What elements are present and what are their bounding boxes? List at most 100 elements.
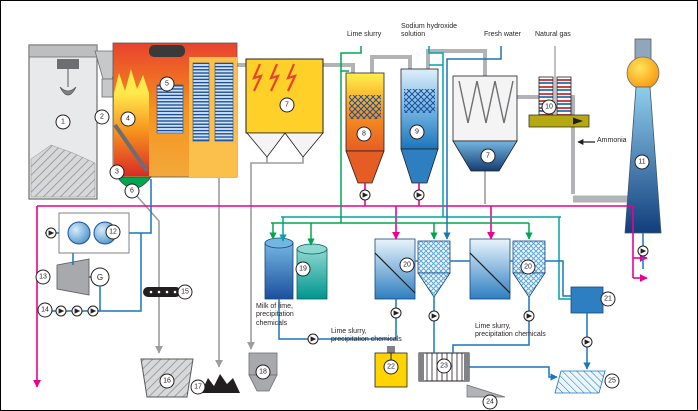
dust-silo (248, 352, 278, 376)
stack (624, 38, 662, 234)
pipe-to-neutralization (558, 217, 571, 300)
crane-grab-icon (59, 86, 77, 96)
storage-tank-1-dome (264, 237, 294, 249)
esp1-housing (245, 58, 324, 134)
pipe-reheater-down (571, 95, 575, 194)
treated-waste-water (554, 370, 606, 394)
pipe-filtrate (469, 366, 558, 381)
pipe-condensate-to-boiler (129, 179, 152, 234)
pipe-chemical-dosing (278, 299, 397, 340)
stirrer-motor (387, 346, 395, 353)
pipe-naoh-feed (428, 46, 444, 217)
pipe-acid-to-alkaline-scrubber (370, 55, 412, 73)
pipe-slag-to-container (135, 194, 163, 354)
condenser-drum-1 (67, 221, 91, 245)
pump-icon (359, 189, 371, 201)
clarifier-2 (469, 238, 511, 300)
pipe-fresh-water (443, 46, 502, 240)
pump-icon (55, 305, 67, 317)
conveyor-roller (149, 290, 153, 294)
furnace-boiler (112, 42, 238, 189)
steam-drum (149, 45, 185, 57)
acid-scrubber-cone (345, 150, 385, 184)
neutralization-unit (570, 286, 604, 314)
pump-icon (71, 305, 83, 317)
pump-icon (523, 310, 535, 322)
pipe-esp1-to-acid-scrubber (323, 63, 355, 75)
filter-dust-hopper (248, 352, 278, 392)
boiler-tube-bundle-1 (156, 84, 184, 134)
hopper-chute (101, 78, 114, 98)
pumps (45, 189, 649, 348)
water-lines (45, 46, 644, 381)
collector-plates (458, 80, 514, 124)
waste-bunker (28, 44, 98, 200)
slag-conveyor (143, 287, 181, 297)
packing-bed (349, 95, 381, 119)
turbine (56, 258, 90, 296)
esp1-hopper-1 (246, 132, 286, 158)
packing-bed (404, 89, 435, 113)
filter-cake (466, 384, 506, 398)
press-frame (418, 352, 470, 382)
conveyor-roller (173, 290, 177, 294)
esp2-housing (452, 75, 518, 142)
pipe-esp1-dust (247, 157, 268, 350)
bunker-roof (28, 44, 98, 58)
lime-milk-tank (374, 346, 408, 388)
lightning-bolt-icon (269, 63, 281, 92)
pump-icon (413, 189, 425, 201)
alkaline-scrubber (400, 68, 439, 184)
lamella-plate (374, 252, 416, 294)
pump-icon (428, 310, 440, 322)
filter-press (418, 352, 470, 382)
pipe-scrubber-to-esp2 (426, 49, 487, 76)
reheater-column-1 (538, 76, 554, 116)
condenser-drum-2 (93, 221, 117, 245)
esp2-cone (452, 140, 518, 172)
slag-container (140, 358, 194, 398)
sludge-tank-2-cone (512, 272, 546, 298)
pipe-sludge-2-to-press (452, 297, 530, 353)
sludge-tank-1 (417, 240, 451, 274)
generator-label: G (97, 273, 103, 282)
storage-tank-2-dome (296, 243, 328, 255)
esp1-hopper-2 (284, 132, 324, 158)
chemical-storage-tanks (264, 237, 328, 300)
reheater-column-2 (556, 76, 572, 116)
acid-scrubber (345, 72, 385, 184)
ash-lines (135, 157, 486, 368)
slag-discharger (116, 176, 152, 189)
pipe-lime-feed (340, 46, 362, 223)
pump-icon (307, 333, 319, 345)
conveyor-roller (165, 290, 169, 294)
clarifier-train-1 (374, 238, 451, 300)
lime-lines (269, 46, 533, 246)
condenser-unit (58, 212, 130, 254)
boiler-tube-bundle-2 (192, 62, 210, 142)
electrostatic-precipitator-1 (245, 58, 324, 158)
pipe-clarifier-to-neutralization (545, 260, 571, 297)
pump-icon (390, 307, 402, 319)
pump-icon (581, 336, 593, 348)
pump-icon (637, 245, 649, 257)
boiler-tube-bundle-3 (214, 62, 234, 142)
conveyor-body (143, 287, 181, 297)
crane-trolley (57, 59, 79, 69)
waste-pile (30, 144, 96, 198)
lightning-bolt-icon (252, 63, 264, 92)
grate (113, 123, 149, 173)
electrostatic-precipitator-2 (452, 75, 518, 172)
flue-gas-pipes (235, 49, 629, 203)
storage-tank-1 (264, 242, 294, 300)
dust-silo-cone (248, 374, 278, 392)
boiler-ash-pile (201, 374, 240, 393)
pump-icon (87, 305, 99, 317)
stack-sphere (626, 56, 660, 90)
clarifier-train-2 (469, 238, 546, 300)
alkaline-scrubber-cone (400, 148, 439, 184)
press-head (419, 353, 424, 381)
flame-icon (114, 69, 149, 93)
